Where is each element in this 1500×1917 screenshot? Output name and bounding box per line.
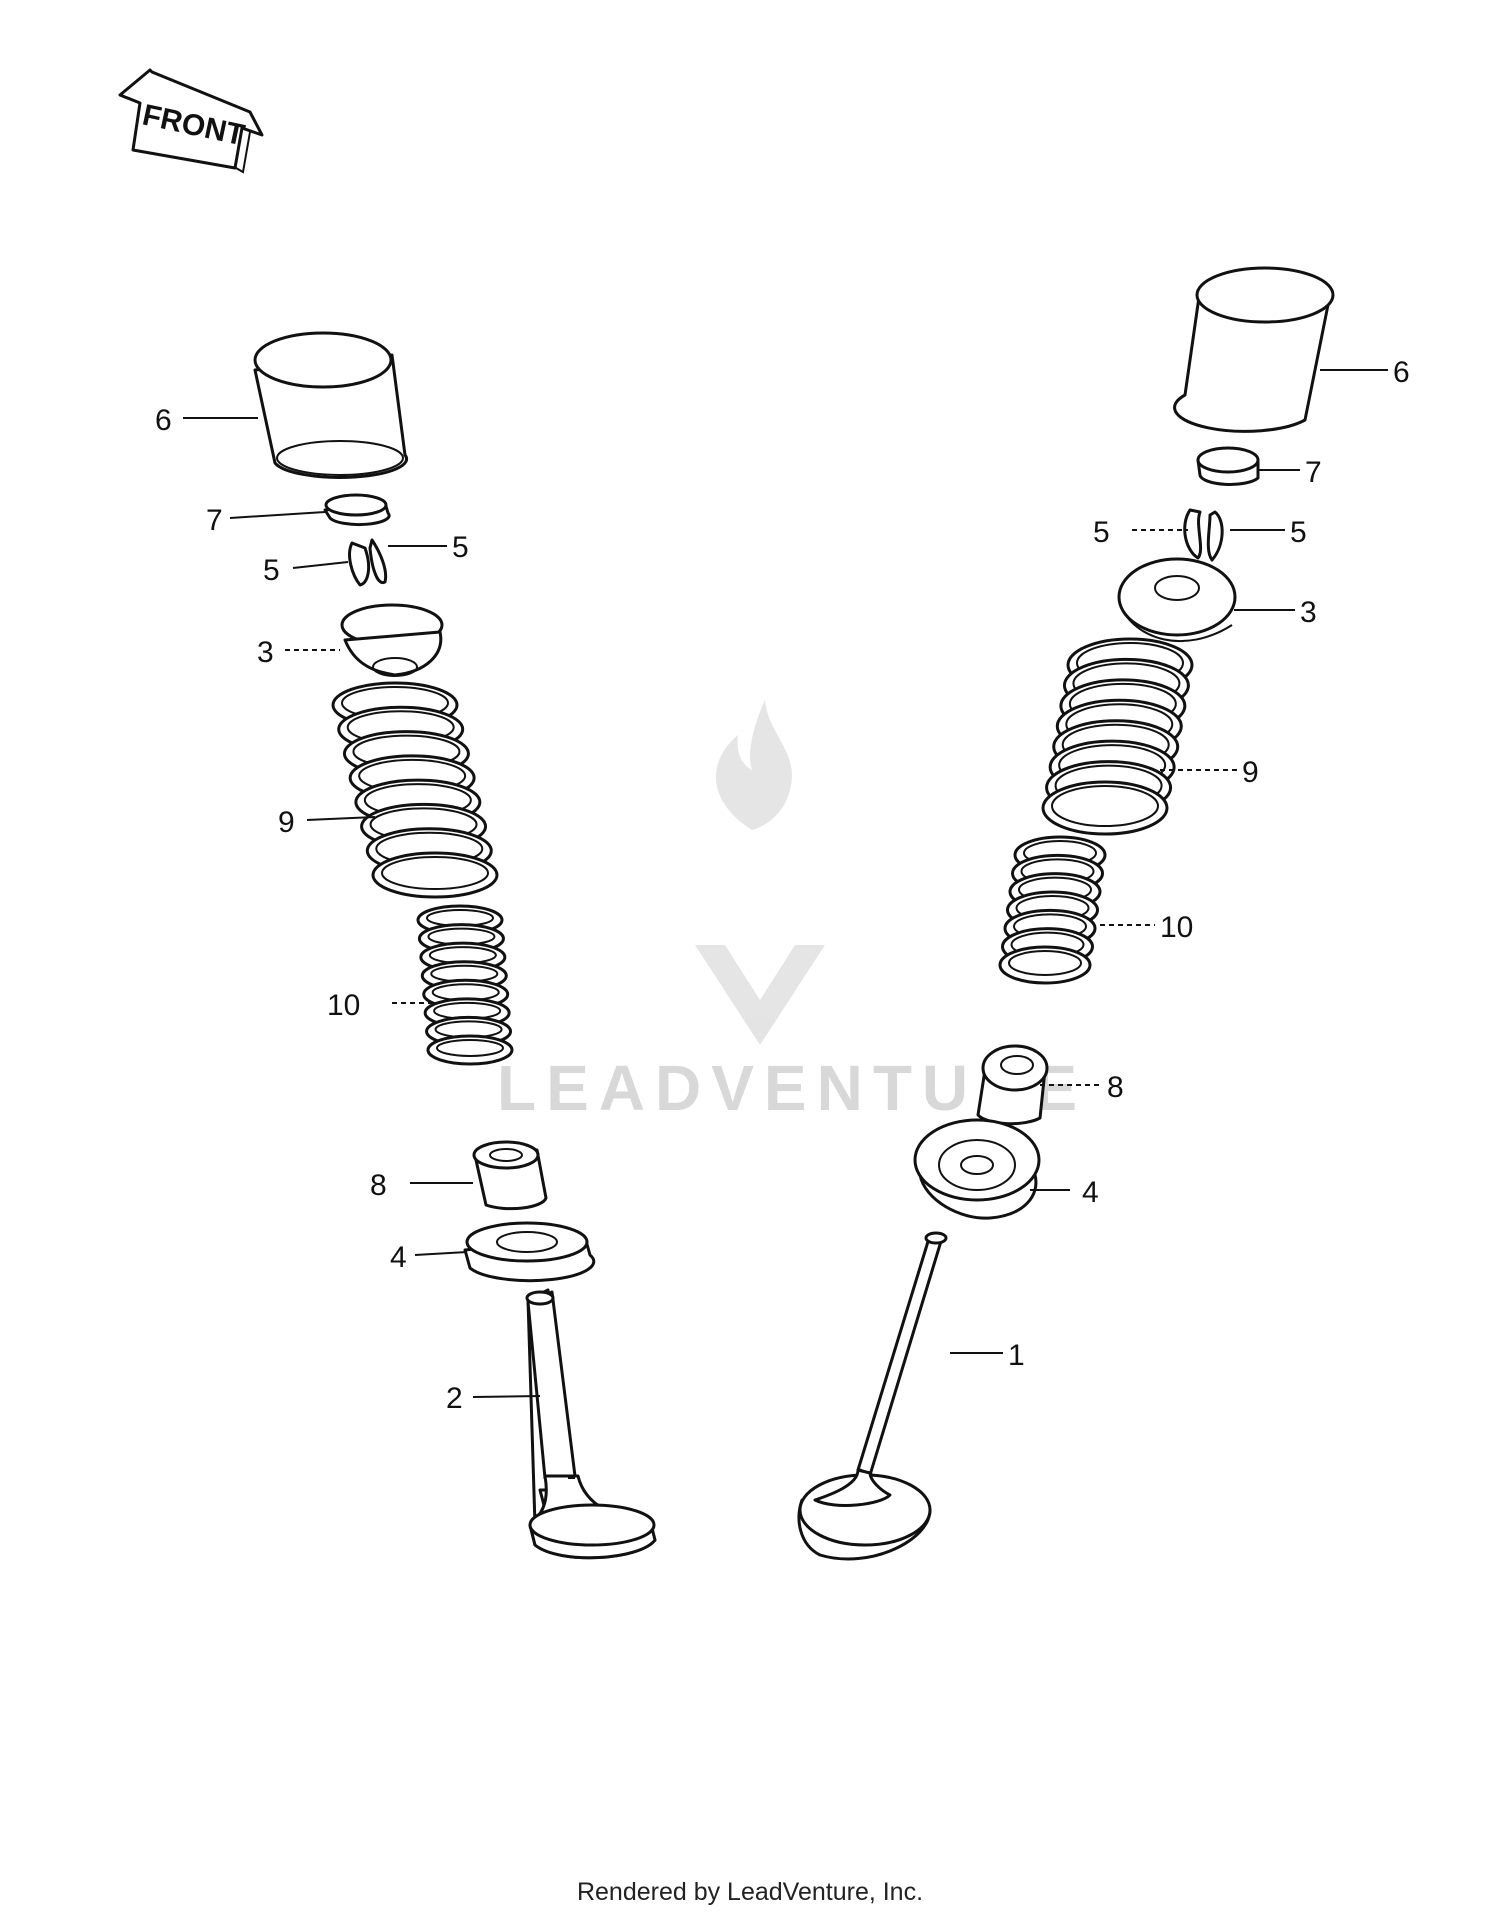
callout-right-6: 6 — [1393, 356, 1410, 389]
left-stem-seal — [472, 1140, 548, 1211]
spring-coil — [371, 851, 499, 899]
right-outer-spring — [1041, 637, 1194, 836]
spring-coil — [998, 945, 1092, 985]
left-shim — [323, 493, 391, 527]
left-callout-leaders — [183, 417, 541, 1398]
callout-left-6: 6 — [155, 404, 172, 437]
callout-right-8: 8 — [1107, 1071, 1124, 1104]
right-shim — [1196, 446, 1260, 486]
callout-left-2: 2 — [446, 1382, 463, 1415]
callout-right-3: 3 — [1300, 596, 1317, 629]
spring-coil — [426, 1034, 514, 1066]
footer-credit: Rendered by LeadVenture, Inc. — [576, 1878, 924, 1906]
right-tappet — [1173, 266, 1335, 433]
callout-right-10: 10 — [1160, 911, 1193, 944]
callout-right-9: 9 — [1242, 756, 1259, 789]
right-inner-spring — [998, 835, 1107, 985]
callout-right-7: 7 — [1305, 456, 1322, 489]
spring-coil-inner-edge — [1008, 950, 1082, 976]
right-keepers — [1183, 508, 1224, 562]
left-outer-spring — [331, 681, 499, 899]
left-inner-spring — [416, 904, 514, 1066]
v-logo-icon — [695, 945, 825, 1045]
callout-left-8: 8 — [370, 1169, 387, 1202]
right-retainer — [1117, 557, 1237, 643]
left-keepers — [348, 538, 388, 587]
left-tappet — [253, 331, 409, 479]
flame-logo-icon — [715, 700, 792, 830]
left-retainer — [340, 603, 444, 677]
right-stem-seal — [976, 1044, 1049, 1126]
callout-right-4: 4 — [1082, 1176, 1099, 1209]
callout-right-5b: 5 — [1290, 516, 1307, 549]
spring-coil-inner-edge — [381, 856, 489, 890]
right-callouts: 6 7 5 5 3 9 10 8 4 1 — [1008, 356, 1410, 1372]
callout-right-5a: 5 — [1093, 516, 1110, 549]
callout-left-4: 4 — [390, 1241, 407, 1274]
left-valve — [525, 1288, 657, 1560]
callout-left-7: 7 — [206, 504, 223, 537]
right-callout-leaders — [950, 369, 1388, 1354]
callout-left-5b: 5 — [452, 531, 469, 564]
right-spring-seat — [913, 1118, 1041, 1220]
callout-right-1: 1 — [1008, 1339, 1025, 1372]
spring-coil — [1041, 780, 1169, 836]
spring-coil-inner-edge — [436, 1039, 504, 1057]
left-callouts: 6 7 5 5 3 9 10 8 4 2 — [155, 404, 469, 1415]
callout-left-10: 10 — [327, 989, 360, 1022]
callout-left-5a: 5 — [263, 554, 280, 587]
callout-left-3: 3 — [257, 636, 274, 669]
callout-left-9: 9 — [278, 806, 295, 839]
spring-coil-inner-edge — [1051, 785, 1159, 827]
front-arrow-icon: FRONT — [118, 68, 264, 174]
right-valve — [797, 1231, 948, 1561]
left-spring-seat — [463, 1221, 596, 1283]
